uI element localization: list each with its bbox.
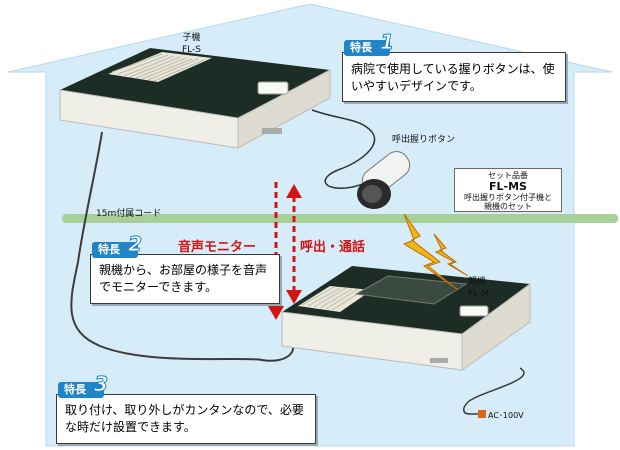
feature-1-callout: 病院で使用している握りボタンは、使いやすいデザインです。 [342,52,566,102]
grip-button-cord [311,109,389,189]
feature-1-text: 病院で使用している握りボタンは、使いやすいデザインです。 [351,62,555,93]
master-unit-name: 親機 [468,277,487,287]
feature-2-badge-number: 2 [128,232,143,256]
connection-cord [70,131,295,362]
set-box-line1: 呼出握りボタン付子機と [464,193,552,202]
slave-unit-label: 子機 FL-S [182,32,201,56]
feature-1-badge-label: 特長 [350,41,372,54]
feature-3-callout: 取り付け、取り外しがカンタンなので、必要な時だけ設置できます。 [56,394,316,444]
set-box-line2: 親機のセット [484,202,532,211]
floor-band [62,214,618,223]
cord-label: 15m付属コード [96,209,162,219]
monitor-arrowhead [268,306,284,320]
call-arrow-label: 呼出・通話 [300,240,366,255]
feature-3-badge: 特長 3 [58,374,108,398]
ringing-lightning-icon [402,213,459,291]
set-box-model: FL-MS [489,180,527,193]
feature-2-text: 親機から、お部屋の様子を音声でモニターできます。 [99,263,268,294]
grip-button-label: 呼出握りボタン [392,135,456,145]
call-arrowhead-up [286,184,302,198]
slave-unit-name: 子機 [182,33,201,43]
ringing-lightning-icon-2 [433,233,469,277]
feature-1-badge-number: 1 [380,30,395,54]
feature-2-callout: 親機から、お部屋の様子を音声でモニターできます。 [90,254,280,304]
feature-1-badge: 特長 1 [344,32,394,56]
slave-unit-model: FL-S [182,45,201,55]
feature-3-text: 取り付け、取り外しがカンタンなので、必要な時だけ設置できます。 [65,403,304,434]
master-unit-model: FL-M [468,289,490,299]
grip-button-icon [357,151,411,209]
feature-2-badge-label: 特長 [98,243,120,256]
power-cord [463,367,525,415]
master-unit-label: 親機 FL-M [468,276,489,300]
monitor-arrow-label: 音声モニター [178,240,257,255]
feature-3-badge-label: 特長 [64,383,86,396]
set-box-title: セット品番 [488,171,528,180]
feature-3-badge-number: 3 [94,372,109,396]
feature-2-badge: 特長 2 [92,234,142,258]
call-arrowhead-down [286,290,302,304]
power-label: AC･100V [488,411,524,420]
power-plug [478,410,486,418]
set-product-box: セット品番 FL-MS 呼出握りボタン付子機と 親機のセット [454,168,562,212]
slave-unit-icon [59,48,331,149]
master-unit-icon [281,266,531,371]
